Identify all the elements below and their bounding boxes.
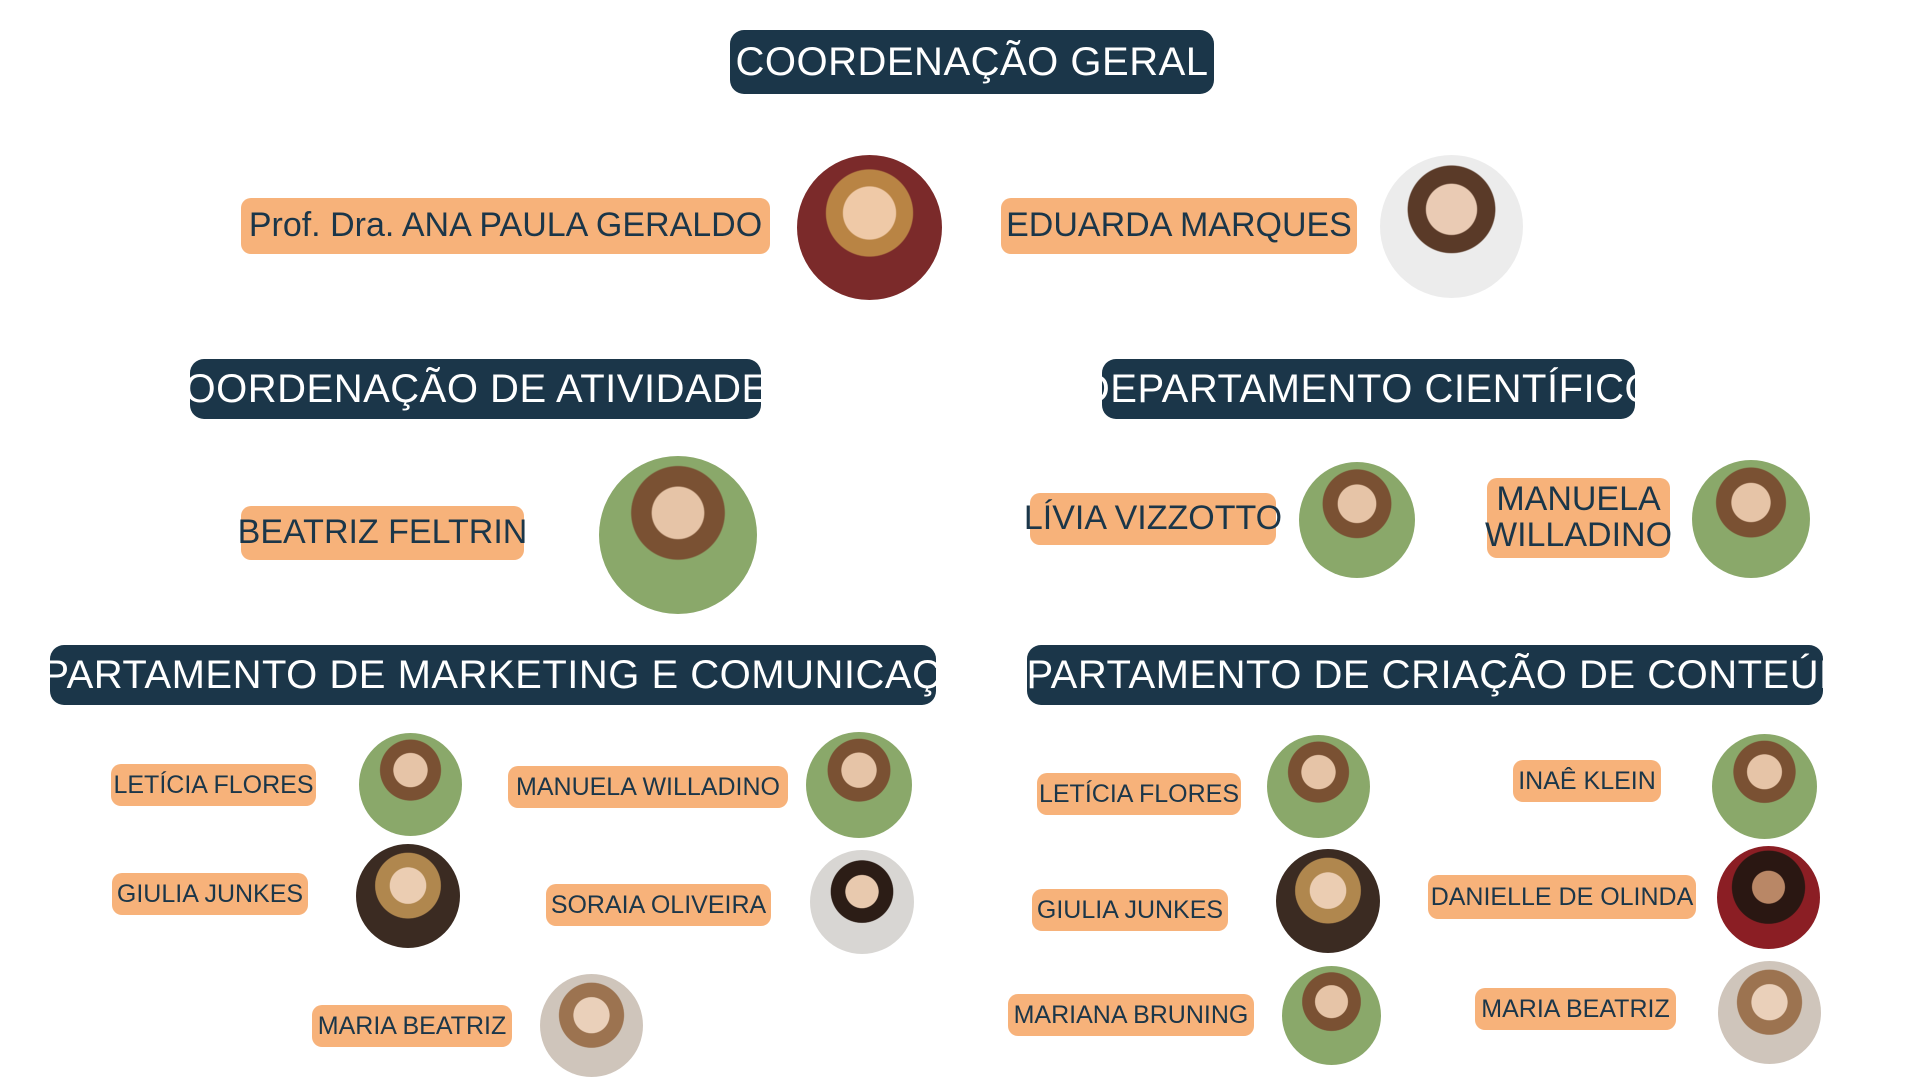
avatar-cc-leticia (1267, 735, 1370, 838)
avatar-mkt-maria (540, 974, 643, 1077)
name-tag-cc-inae: INAÊ KLEIN (1513, 760, 1661, 802)
name-tag-manuela-line2: WILLADINO (1484, 516, 1673, 554)
avatar-ana-paula (797, 155, 942, 300)
avatar-mkt-soraia (810, 850, 914, 954)
name-tag-mkt-soraia: SORAIA OLIVEIRA (546, 884, 771, 926)
header-criacao-conteudo: DEPARTAMENTO DE CRIAÇÃO DE CONTEÚDO (970, 645, 1880, 705)
header-coordenacao-atividades: COORDENAÇÃO DE ATIVIDADES (155, 359, 795, 419)
header-departamento-cientifico: DEPARTAMENTO CIENTÍFICO (1081, 359, 1656, 419)
avatar-cc-inae (1712, 734, 1817, 839)
name-tag-cc-giulia: GIULIA JUNKES (1032, 889, 1228, 931)
avatar-cc-giulia (1276, 849, 1380, 953)
avatar-manuela (1692, 460, 1810, 578)
avatar-eduarda (1380, 155, 1523, 298)
avatar-cc-danielle (1717, 846, 1820, 949)
avatar-mkt-leticia (359, 733, 462, 836)
avatar-mkt-giulia (356, 844, 460, 948)
name-tag-mkt-leticia: LETÍCIA FLORES (111, 764, 316, 806)
header-coordenacao-geral: COORDENAÇÃO GERAL (730, 30, 1214, 94)
name-tag-mkt-maria: MARIA BEATRIZ (312, 1005, 512, 1047)
name-tag-cc-maria: MARIA BEATRIZ (1475, 988, 1676, 1030)
name-tag-eduarda: EDUARDA MARQUES (1001, 198, 1357, 254)
name-tag-cc-danielle: DANIELLE DE OLINDA (1428, 875, 1696, 919)
name-tag-mkt-manuela: MANUELA WILLADINO (508, 766, 788, 808)
name-tag-cc-mariana: MARIANA BRUNING (1008, 994, 1254, 1036)
name-tag-manuela-line1: MANUELA (1496, 480, 1661, 519)
name-tag-livia: LÍVIA VIZZOTTO (1024, 493, 1282, 545)
name-tag-beatriz: BEATRIZ FELTRIN (238, 506, 527, 560)
header-marketing: DEPARTAMENTO DE MARKETING E COMUNICAÇÃO (0, 645, 1000, 705)
avatar-livia (1299, 462, 1415, 578)
name-tag-mkt-giulia: GIULIA JUNKES (112, 873, 308, 915)
avatar-cc-maria (1718, 961, 1821, 1064)
avatar-beatriz (599, 456, 757, 614)
name-tag-ana-paula: Prof. Dra. ANA PAULA GERALDO (241, 198, 770, 254)
name-tag-manuela: MANUELA WILLADINO (1484, 478, 1673, 558)
avatar-mkt-manuela (806, 732, 912, 838)
avatar-cc-mariana (1282, 966, 1381, 1065)
name-tag-cc-leticia: LETÍCIA FLORES (1037, 773, 1241, 815)
